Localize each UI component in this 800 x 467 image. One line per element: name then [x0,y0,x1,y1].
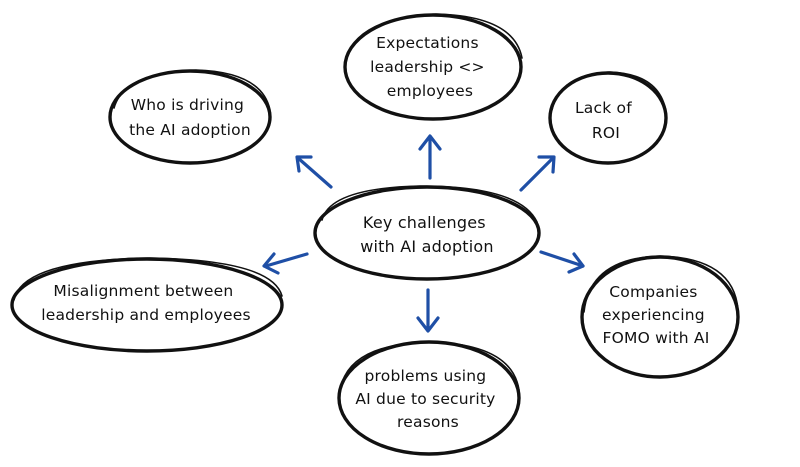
center-line-2: with AI adoption [360,237,494,256]
arrow-to-fomo [539,250,585,274]
center-node-text: Key challenges with AI adoption [360,213,494,256]
fomo-line-1: Companies [609,283,697,301]
arrows [262,134,585,333]
lack-roi-line-2: ROI [592,124,620,142]
expectations-line-3: employees [387,82,473,100]
expectations-line-1: Expectations [376,34,479,52]
center-node: Key challenges with AI adoption [313,185,541,281]
arrow-to-misalignment [262,252,309,275]
misalignment-text: Misalignment between leadership and empl… [41,282,251,324]
node-fomo: Companies experiencing FOMO with AI [580,255,740,379]
arrow-to-security [416,288,440,333]
arrow-to-lack-roi [519,155,556,192]
fomo-line-3: FOMO with AI [602,329,709,347]
security-line-2: AI due to security [355,390,495,408]
lack-roi-text: Lack of ROI [575,99,637,142]
security-text: problems using AI due to security reason… [355,367,500,431]
fomo-text: Companies experiencing FOMO with AI [602,283,710,347]
node-who-driving: Who is driving the AI adoption [108,69,272,165]
expectations-text: Expectations leadership <> employees [370,34,490,100]
who-driving-line-1: Who is driving [131,96,244,114]
center-line-1: Key challenges [363,213,486,232]
security-line-3: reasons [397,413,459,431]
node-expectations: Expectations leadership <> employees [343,13,523,121]
misalignment-line-1: Misalignment between [53,282,233,300]
who-driving-line-2: the AI adoption [129,121,251,139]
who-driving-text: Who is driving the AI adoption [129,96,251,139]
expectations-line-2: leadership <> [370,58,485,76]
node-lack-roi: Lack of ROI [548,71,668,165]
fomo-line-2: experiencing [602,306,705,324]
security-line-1: problems using [365,367,487,385]
node-security: problems using AI due to security reason… [337,340,521,456]
arrow-to-who-driving [295,155,333,189]
lack-roi-line-1: Lack of [575,99,632,117]
node-misalignment: Misalignment between leadership and empl… [10,257,284,353]
arrow-to-expectations [418,134,442,180]
misalignment-line-2: leadership and employees [41,306,251,324]
